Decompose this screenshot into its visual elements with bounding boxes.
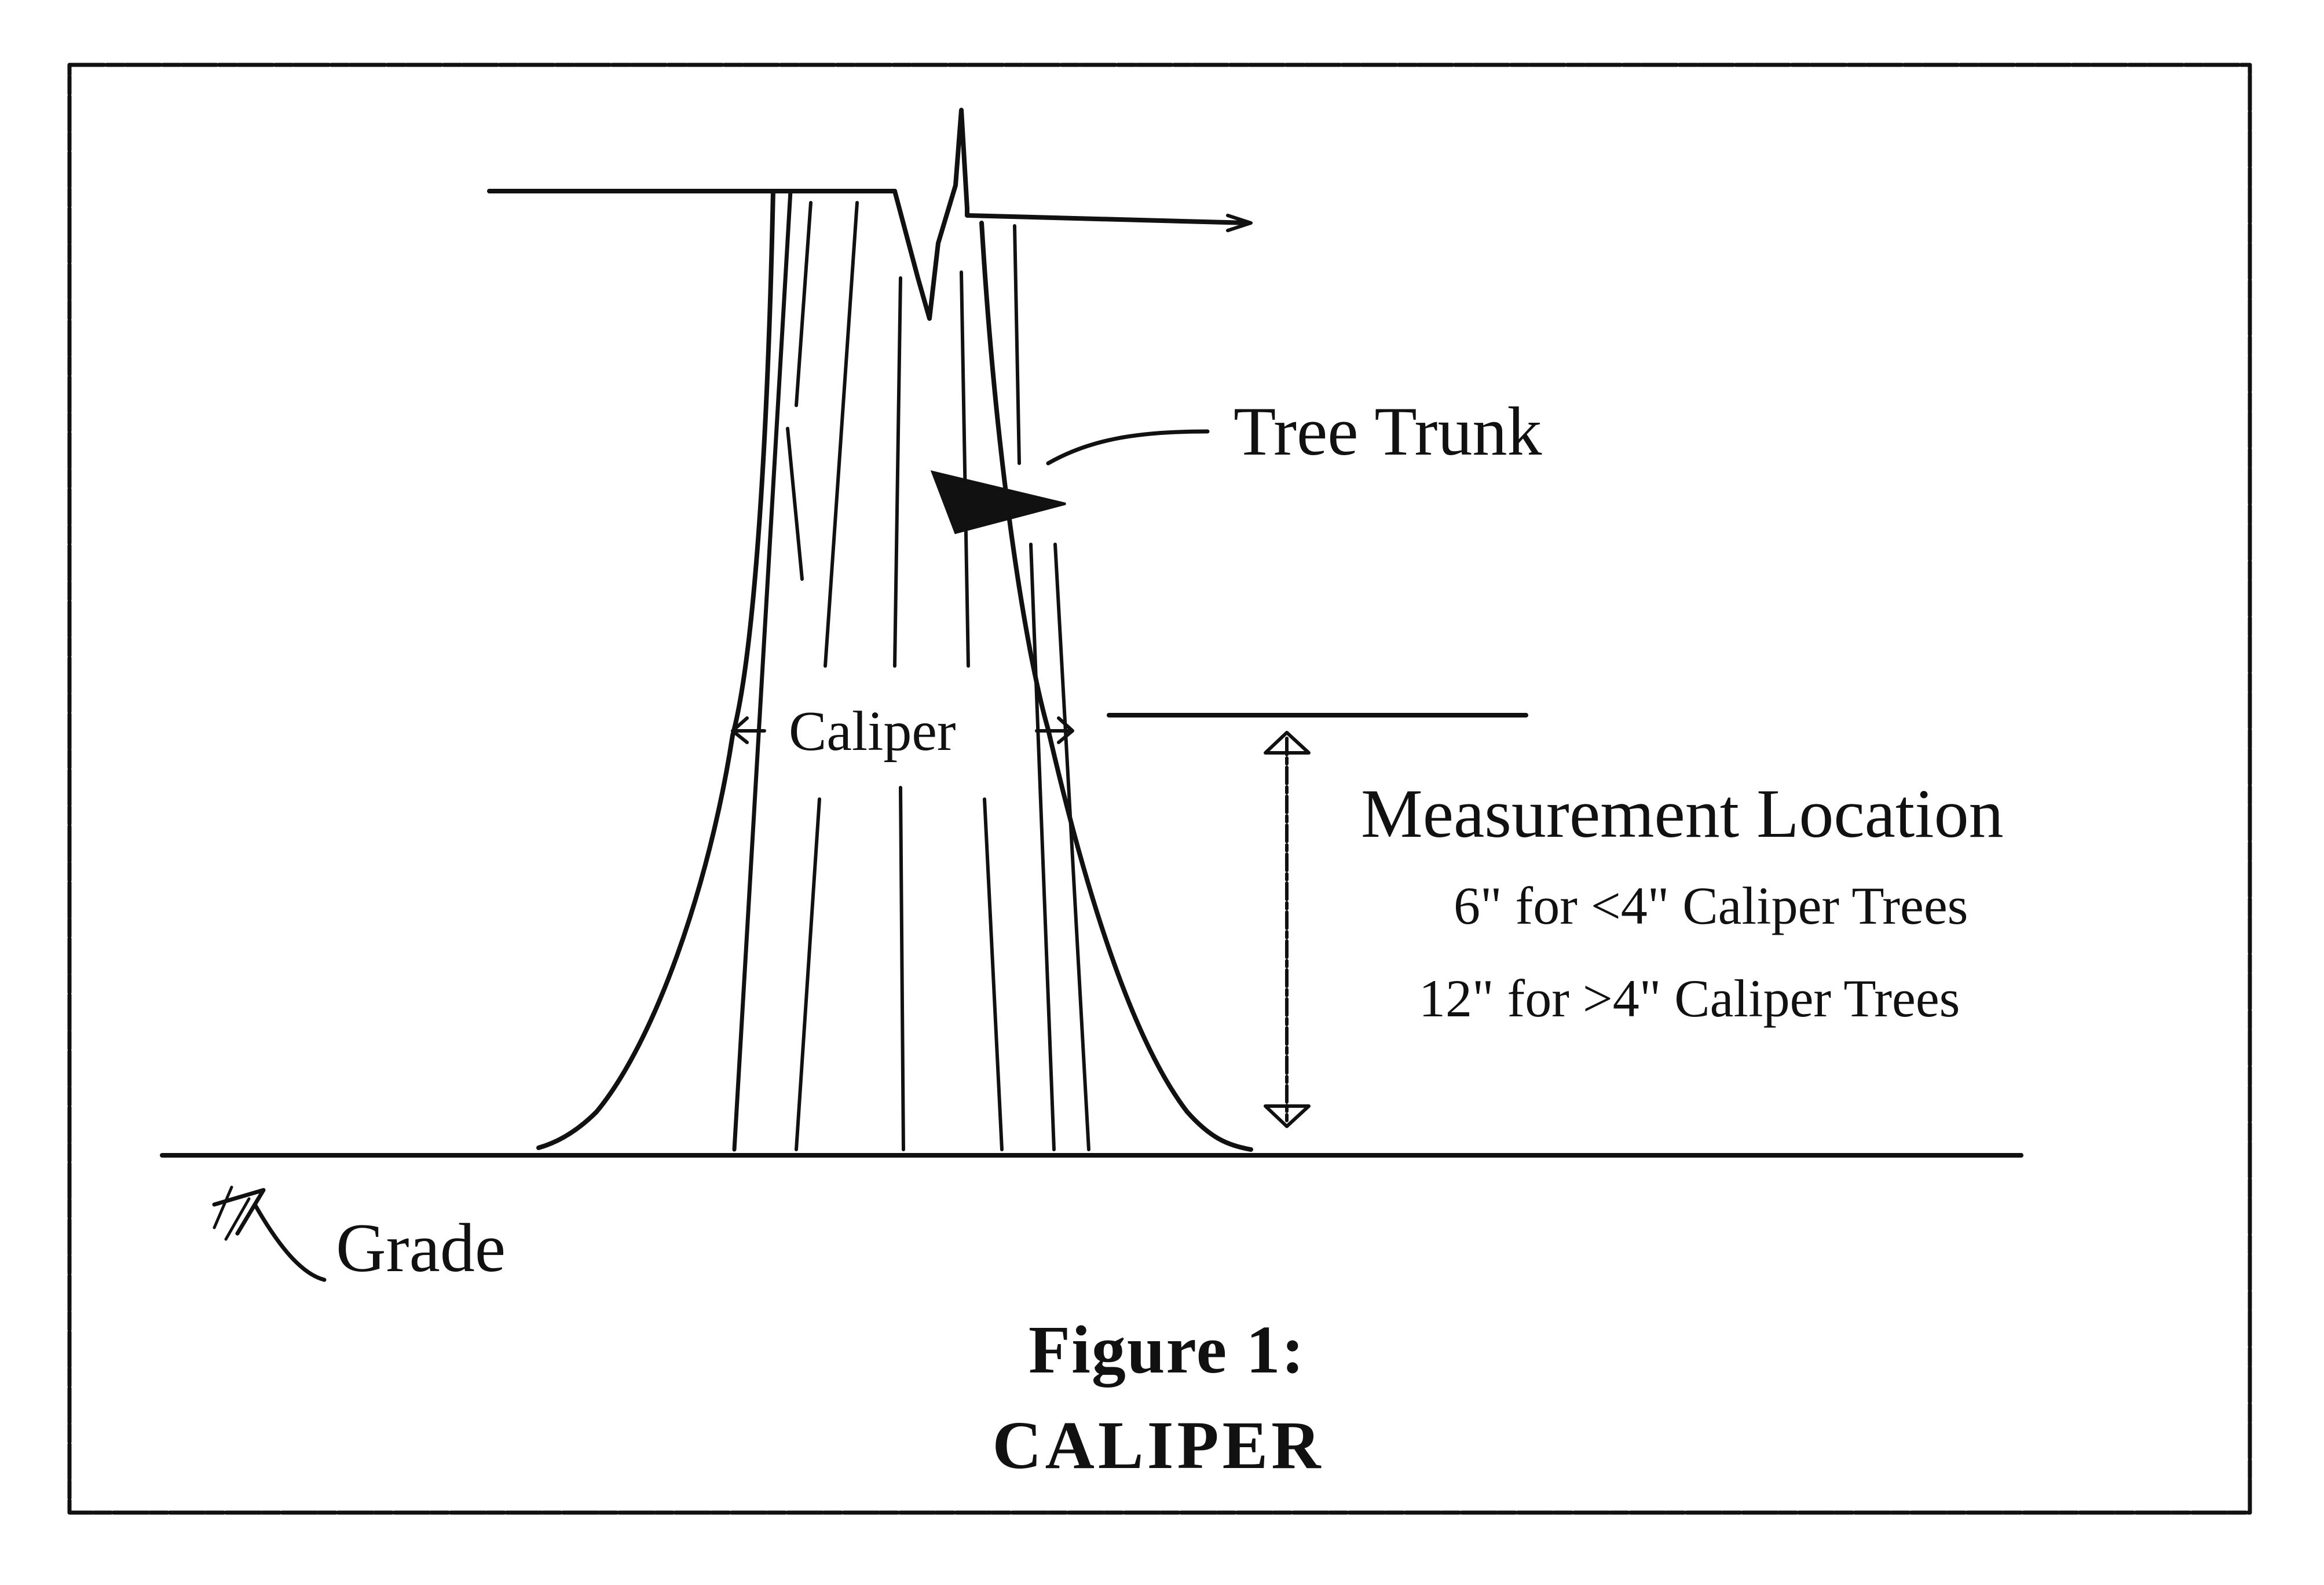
trunk-outline-right [979, 221, 1253, 1152]
caliper-arrow-left [731, 716, 766, 744]
bark-lines [732, 189, 1090, 1152]
figure-caption-subtitle: CALIPER [992, 1407, 1324, 1483]
figure-caption-title: Figure 1: [1029, 1312, 1305, 1388]
tree-trunk-label: Tree Trunk [1234, 393, 1542, 470]
grade-label: Grade [336, 1209, 506, 1286]
measurement-arrow [1264, 731, 1311, 1128]
measurement-location-label: Measurement Location [1361, 775, 2004, 852]
caliper-arrow-right [1035, 716, 1074, 744]
rule-small-trees: 6" for <4" Caliper Trees [1454, 876, 1968, 935]
rule-large-trees: 12" for >4" Caliper Trees [1419, 969, 1960, 1028]
tree-trunk-pointer [930, 429, 1210, 535]
trunk-top-lines [487, 108, 1253, 321]
caliper-label: Caliper [789, 700, 956, 763]
figure-frame [67, 63, 2252, 1515]
trunk-outline-left [536, 189, 775, 1150]
grade-pointer [212, 1185, 327, 1282]
